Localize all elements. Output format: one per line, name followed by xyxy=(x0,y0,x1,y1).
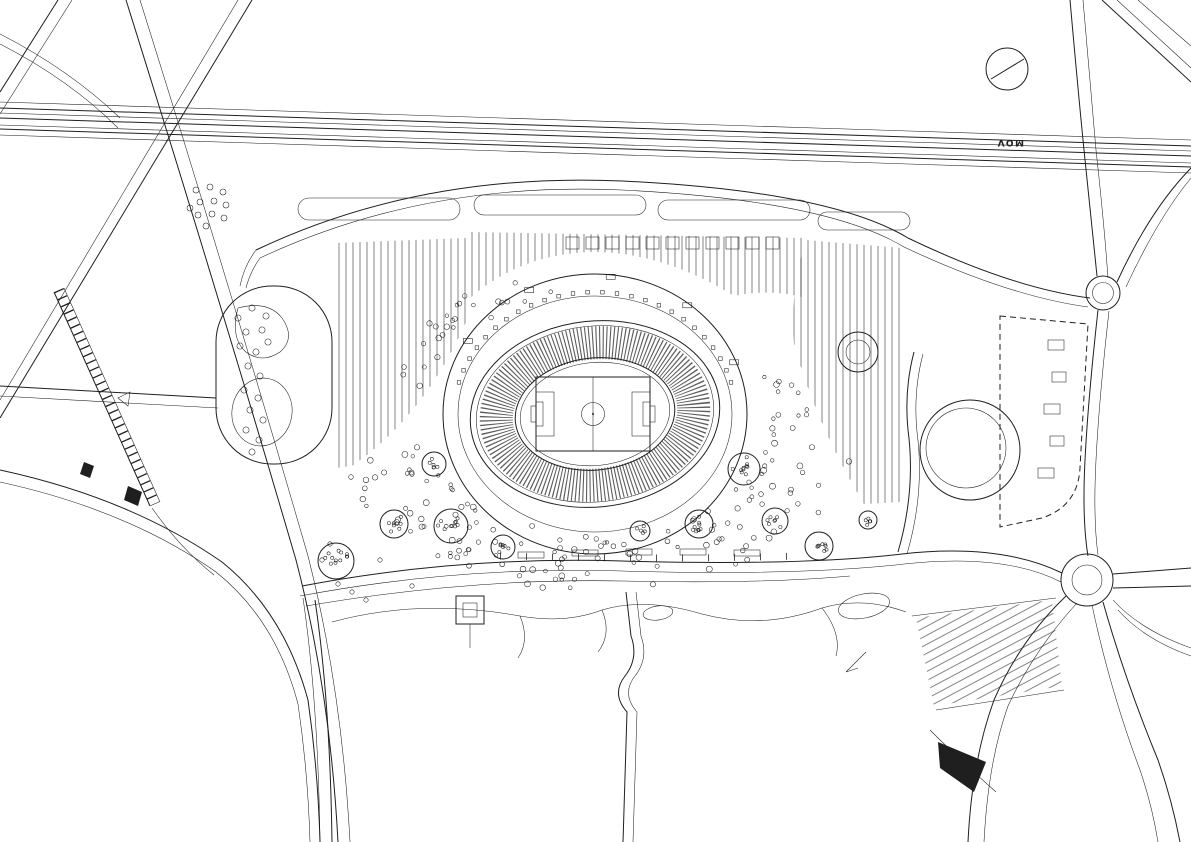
pitch-center-spot xyxy=(592,413,594,415)
structure-dark xyxy=(938,742,986,792)
development-boundary xyxy=(999,315,1089,528)
boulevard-tree-ticks xyxy=(499,552,801,562)
football-pitch xyxy=(530,376,656,452)
penalty-area-right xyxy=(631,391,651,437)
highway-north: MOV xyxy=(0,101,1191,174)
bus-bay xyxy=(571,549,599,557)
bus-bay xyxy=(625,548,653,556)
parking-island xyxy=(297,197,461,221)
roundabout-north-outer xyxy=(1085,275,1121,311)
concourse-ring xyxy=(442,273,748,555)
parking-southeast xyxy=(916,600,1062,706)
penalty-area-left xyxy=(535,391,555,437)
pond-loop-road xyxy=(215,285,333,465)
highway-label: MOV xyxy=(996,137,1024,147)
railway-ties xyxy=(54,287,160,507)
parking-west xyxy=(336,238,466,468)
arterial-northeast xyxy=(1060,0,1191,657)
marker-triangle xyxy=(117,391,131,407)
building-footprint xyxy=(1047,339,1065,351)
grounds-south xyxy=(302,591,907,842)
north-needle xyxy=(990,58,1025,80)
rail-corridor-west xyxy=(0,0,351,842)
goal-area-right xyxy=(642,401,651,427)
goal-left xyxy=(530,405,537,423)
rail-structure xyxy=(124,486,142,506)
goal-right xyxy=(649,405,656,423)
stadium-bowl xyxy=(469,320,721,508)
pitch-center-circle xyxy=(581,402,605,426)
building-footprint xyxy=(1051,371,1067,383)
bus-bay xyxy=(733,549,761,557)
north-arrow-icon xyxy=(985,47,1029,91)
rail-structure-small xyxy=(80,462,94,478)
pond-north xyxy=(235,305,289,359)
pond-small-center xyxy=(642,605,674,621)
roundabout-north-inner xyxy=(1092,282,1114,304)
parking-island xyxy=(657,199,811,221)
boulevard-south xyxy=(299,548,1063,607)
building-footprint xyxy=(1049,435,1065,447)
building-footprint xyxy=(1043,403,1061,415)
bus-bay xyxy=(517,551,545,559)
parking-north xyxy=(470,232,806,298)
parking-island xyxy=(817,211,911,231)
pond-south xyxy=(231,377,293,447)
parking-southeast-edge xyxy=(911,597,1065,711)
pond-small-east xyxy=(838,592,890,620)
pavilion xyxy=(455,595,485,625)
goal-area-left xyxy=(535,401,544,427)
arc-road-north xyxy=(239,179,1091,308)
tree-scatter xyxy=(186,183,878,603)
roundabout-east-outer xyxy=(1060,553,1114,607)
parking-lots xyxy=(336,232,1065,711)
roads-west xyxy=(0,385,321,842)
seating-bowl-hatch xyxy=(479,326,711,502)
parcel-east xyxy=(837,315,1089,555)
roundabout-east-inner xyxy=(1071,564,1103,596)
inner-ring-road xyxy=(457,295,733,533)
interchange-southeast xyxy=(929,595,1181,842)
stadium xyxy=(442,273,748,555)
water-basin-small xyxy=(837,331,879,373)
parking-island xyxy=(473,194,647,216)
north-compass xyxy=(985,47,1029,91)
water-basin-large xyxy=(919,399,1021,501)
pond-park-west xyxy=(215,285,333,465)
parking-east xyxy=(793,240,902,504)
building-footprint xyxy=(1037,467,1055,479)
bus-bay xyxy=(679,548,707,556)
terrain-line xyxy=(331,602,907,623)
footpath-south xyxy=(618,591,635,842)
